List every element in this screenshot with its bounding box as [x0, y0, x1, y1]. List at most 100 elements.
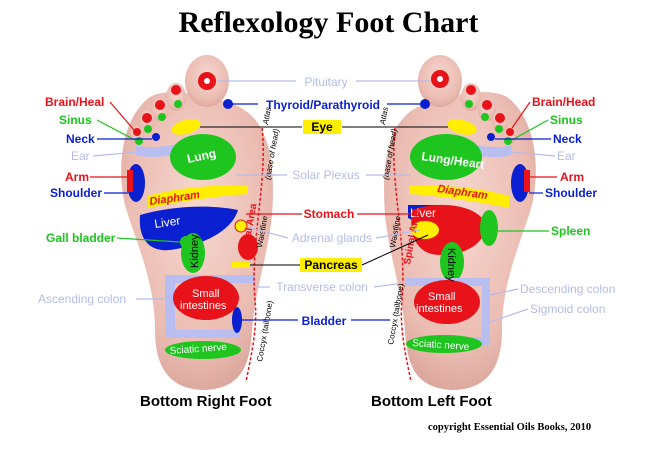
- chart-title: Reflexology Foot Chart: [178, 6, 479, 39]
- stomach-zone-right: [238, 234, 258, 260]
- thyroid-zone-left: [420, 99, 430, 109]
- lung-heart-zone-left: [410, 134, 482, 180]
- pituitary-label: Pituitary: [304, 75, 347, 89]
- ear-leader-right: [510, 151, 556, 157]
- arm-label-right: Arm: [560, 170, 584, 184]
- toe-dot-green-2: [158, 113, 166, 121]
- arm-label-left: Arm: [65, 170, 89, 184]
- sinus-leader-left: [96, 119, 136, 141]
- arm-zone-left: [524, 170, 530, 192]
- toe-dot-green-1: [174, 100, 182, 108]
- adrenal-zone-right: [234, 219, 248, 233]
- gall-bladder-label: Gall bladder: [46, 231, 116, 245]
- thyroid-zone-right: [223, 99, 233, 109]
- right-foot: Lung Diaphram Liver Kidney Small intesti…: [121, 55, 281, 390]
- lung-zone-right: [170, 134, 236, 180]
- liver-zone-right: [139, 206, 238, 251]
- coccyx-text-left: Coccyx (tailbone): [386, 283, 406, 346]
- adrenal-leader-right: [375, 229, 421, 239]
- atlas-text-right: Atlas: [261, 106, 273, 126]
- transverse-colon-label: Transverse colon: [276, 280, 368, 294]
- toe-dot-red-8: [506, 128, 514, 136]
- kidney-zone-left: [440, 242, 464, 282]
- atlas-text-left: Atlas: [378, 106, 390, 126]
- liver-text-right: Liver: [153, 213, 181, 230]
- descending-colon-label: Descending colon: [520, 282, 615, 296]
- stomach-label: Stomach: [304, 207, 355, 221]
- neck-label-right: Neck: [553, 132, 582, 146]
- toe-dot-red-4: [133, 128, 141, 136]
- toe-dot-green-6: [481, 113, 489, 121]
- ascending-colon-label: Ascending colon: [38, 292, 126, 306]
- ear-label-right: Ear: [557, 149, 576, 163]
- brain-head-leader-left: [109, 101, 135, 131]
- spine-line-right: [245, 127, 264, 383]
- toe-dot-green-3: [144, 125, 152, 133]
- small-intestines-text-right-2: intestines: [180, 300, 227, 312]
- neck-dot-left: [487, 133, 495, 141]
- lung-zone-text-right: Lung: [186, 146, 218, 166]
- brain-head-leader-right: [511, 101, 531, 129]
- colon-zone-left: [405, 278, 490, 345]
- sigmoid-colon-leader: [489, 308, 529, 323]
- coccyx-text-right: Coccyx (tailbone): [255, 300, 275, 363]
- small-intestines-zone-left: [414, 280, 480, 324]
- ear-leader-left: [92, 151, 138, 157]
- pancreas-label: Pancreas: [304, 258, 358, 272]
- eye-label: Eye: [311, 120, 333, 134]
- outer-left-labels: Brain/Heal Sinus Neck Ear Arm Shoulder G…: [38, 95, 181, 306]
- transverse-colon-leader-right: [373, 282, 405, 288]
- sinus-leader-right: [511, 119, 549, 141]
- diaphragm-zone-right: [148, 185, 248, 208]
- toe-dot-green-4: [135, 137, 143, 145]
- sciatic-text-left: Sciatic nerve: [412, 338, 470, 353]
- solar-plexus-label: Solar Plexus: [292, 168, 359, 182]
- adrenal-zone-left: [411, 221, 439, 239]
- bladder-zone-right: [232, 307, 242, 333]
- stomach-zone-left: [411, 204, 486, 255]
- neck-label-left: Neck: [66, 132, 95, 146]
- adrenal-leader-left: [246, 226, 289, 239]
- gall-bladder-leader: [116, 237, 181, 243]
- sigmoid-colon-label: Sigmoid colon: [530, 302, 605, 316]
- descending-colon-leader: [489, 288, 519, 296]
- pancreas-label-box: [300, 258, 362, 272]
- shoulder-label-right: Shoulder: [545, 186, 597, 200]
- pituitary-center-right: [204, 78, 210, 84]
- pancreas-leader-right: [361, 234, 429, 266]
- neck-dot-right: [152, 133, 160, 141]
- kidney-text-left: Kidney: [445, 248, 457, 282]
- sciatic-zone-left: [406, 335, 482, 353]
- bladder-label: Bladder: [302, 314, 347, 328]
- toe-dot-green-8: [504, 137, 512, 145]
- ear-label-left: Ear: [71, 149, 90, 163]
- sciatic-text-right: Sciatic nerve: [169, 342, 227, 357]
- toe-dot-red-1: [171, 85, 181, 95]
- left-foot-caption: Bottom Left Foot: [371, 393, 492, 410]
- eye-zone-left: [447, 119, 477, 135]
- toe-dot-red-3: [142, 113, 152, 123]
- small-intestines-text-left-1: Small: [428, 291, 456, 303]
- small-intestines-text-left-2: intestines: [416, 303, 463, 315]
- brain-head-label-right: Brain/Head: [532, 95, 595, 109]
- toe-dot-red-5: [466, 85, 476, 95]
- right-foot-caption: Bottom Right Foot: [140, 393, 272, 410]
- left-foot: Lung/Heart Diaphram Liver Kidney Small i…: [378, 55, 536, 390]
- sciatic-zone-right: [165, 341, 241, 359]
- center-labels: Pituitary Thyroid/Parathyroid Eye Solar …: [200, 75, 448, 328]
- toe-dot-green-7: [495, 125, 503, 133]
- kidney-zone-right: [181, 233, 205, 273]
- liver-text-left: Liver: [410, 206, 436, 220]
- toe-dot-red-7: [495, 113, 505, 123]
- toe-dot-red-2: [155, 100, 165, 110]
- eye-label-box: [303, 120, 341, 134]
- toe-dot-red-6: [482, 100, 492, 110]
- spleen-zone-left: [480, 210, 498, 246]
- diaphragm-zone-left: [409, 185, 509, 208]
- spleen-label: Spleen: [551, 224, 590, 238]
- eye-zone-right: [171, 119, 201, 135]
- copyright-notice: copyright Essential Oils Books, 2010: [428, 422, 592, 433]
- adrenal-label: Adrenal glands: [292, 231, 372, 245]
- outer-right-labels: Brain/Head Sinus Neck Ear Arm Shoulder S…: [489, 95, 615, 323]
